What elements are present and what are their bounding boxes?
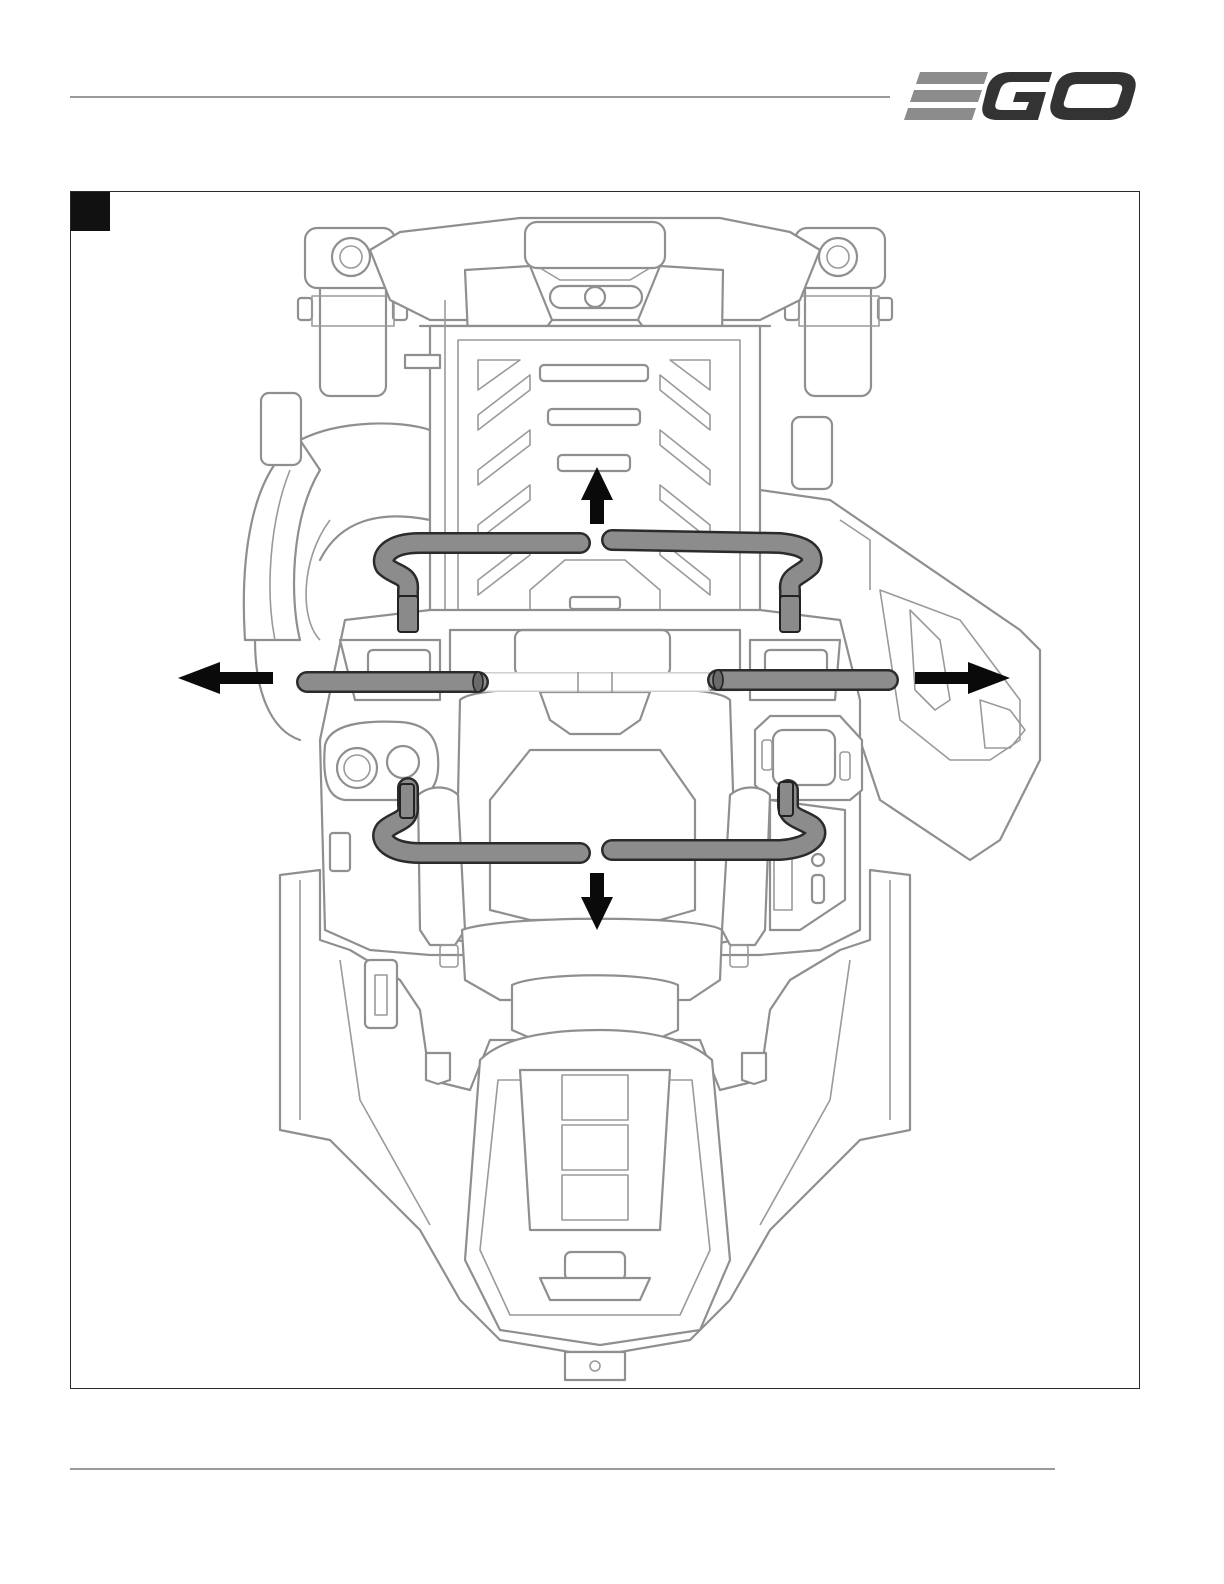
mower-top-view-illustration <box>70 191 1140 1389</box>
footer-rule <box>70 1468 1055 1470</box>
ego-logo <box>902 66 1142 126</box>
header-rule <box>70 96 890 98</box>
arrow-left-icon <box>178 662 273 694</box>
